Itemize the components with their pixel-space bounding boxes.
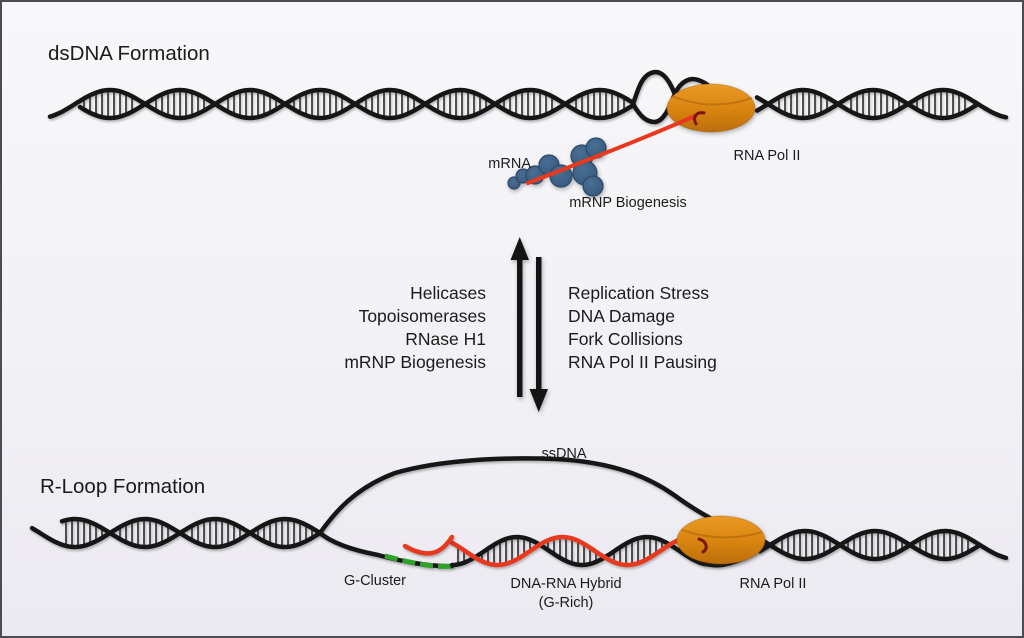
rna-pol-ii-top	[666, 83, 756, 133]
dna-strand	[29, 516, 323, 550]
rna-exit-hook-icon	[697, 537, 708, 554]
hybrid-dna-strand	[449, 534, 707, 568]
bottom-dna-helix-right	[757, 528, 1009, 562]
mrnp-granule-icon	[582, 175, 604, 197]
resolving-factor: mRNP Biogenesis	[344, 352, 486, 372]
down-arrow-head-icon	[529, 389, 548, 412]
equilibrium-arrows	[510, 237, 548, 412]
hybrid-sublabel: (G-Rich)	[539, 595, 594, 611]
polymerase-crease	[681, 529, 763, 539]
r-loop-structure	[317, 456, 717, 569]
dna-strand	[754, 87, 979, 121]
ssdna-label: ssDNA	[541, 446, 586, 462]
mrna-label: mRNA	[488, 156, 531, 172]
polymerase-body	[666, 83, 756, 133]
mrna-exit-hook-icon	[693, 111, 706, 126]
promoting-factors-list: Replication Stress DNA Damage Fork Colli…	[568, 283, 717, 372]
hybrid-label: DNA-RNA Hybrid	[510, 576, 621, 592]
promoting-factor: RNA Pol II Pausing	[568, 352, 717, 372]
resolving-factor: Topoisomerases	[359, 306, 487, 326]
resolving-factor: Helicases	[410, 283, 486, 303]
resolving-factor: RNase H1	[405, 329, 486, 349]
dna-strand	[77, 87, 635, 121]
dna-strand	[754, 87, 1009, 121]
ssdna-loop-strand	[317, 456, 717, 536]
promoting-factor: DNA Damage	[568, 306, 675, 326]
rna-pol-ii-bottom-label: RNA Pol II	[740, 576, 807, 592]
down-arrow-shaft	[536, 257, 542, 391]
rna-5prime-tail	[402, 534, 455, 556]
dna-strand	[757, 528, 982, 562]
bottom-dna-helix-left	[29, 516, 323, 550]
template-strand-descending	[317, 530, 455, 569]
dna-rna-hybrid	[449, 534, 707, 568]
promoting-factor: Replication Stress	[568, 283, 709, 303]
dna-strand	[59, 516, 323, 550]
top-dna-helix-left	[47, 87, 635, 121]
polymerase-crease	[671, 95, 753, 106]
polymerase-body	[676, 515, 766, 565]
rna-free-end	[402, 534, 455, 556]
dna-strand	[757, 528, 1009, 562]
g-cluster-label: G-Cluster	[344, 573, 406, 589]
up-arrow-head-icon	[510, 237, 529, 260]
r-loop-section-title: R-Loop Formation	[40, 475, 205, 498]
promoting-factor: Fork Collisions	[568, 329, 683, 349]
up-arrow-shaft	[517, 258, 523, 397]
resolving-factors-list: Helicases Topoisomerases RNase H1 mRNP B…	[344, 283, 486, 372]
mrnp-biogenesis-label: mRNP Biogenesis	[569, 195, 686, 211]
rna-pol-ii-top-label: RNA Pol II	[734, 148, 801, 164]
mrna-strand	[526, 114, 697, 185]
top-section-title: dsDNA Formation	[48, 42, 210, 65]
hybrid-rna-strand	[449, 534, 701, 568]
mrnp-complex	[507, 137, 607, 197]
top-dna-helix-right	[754, 87, 1009, 121]
mrna	[526, 111, 706, 185]
g-cluster-segment	[384, 553, 453, 569]
rna-pol-ii-bottom	[676, 515, 766, 565]
